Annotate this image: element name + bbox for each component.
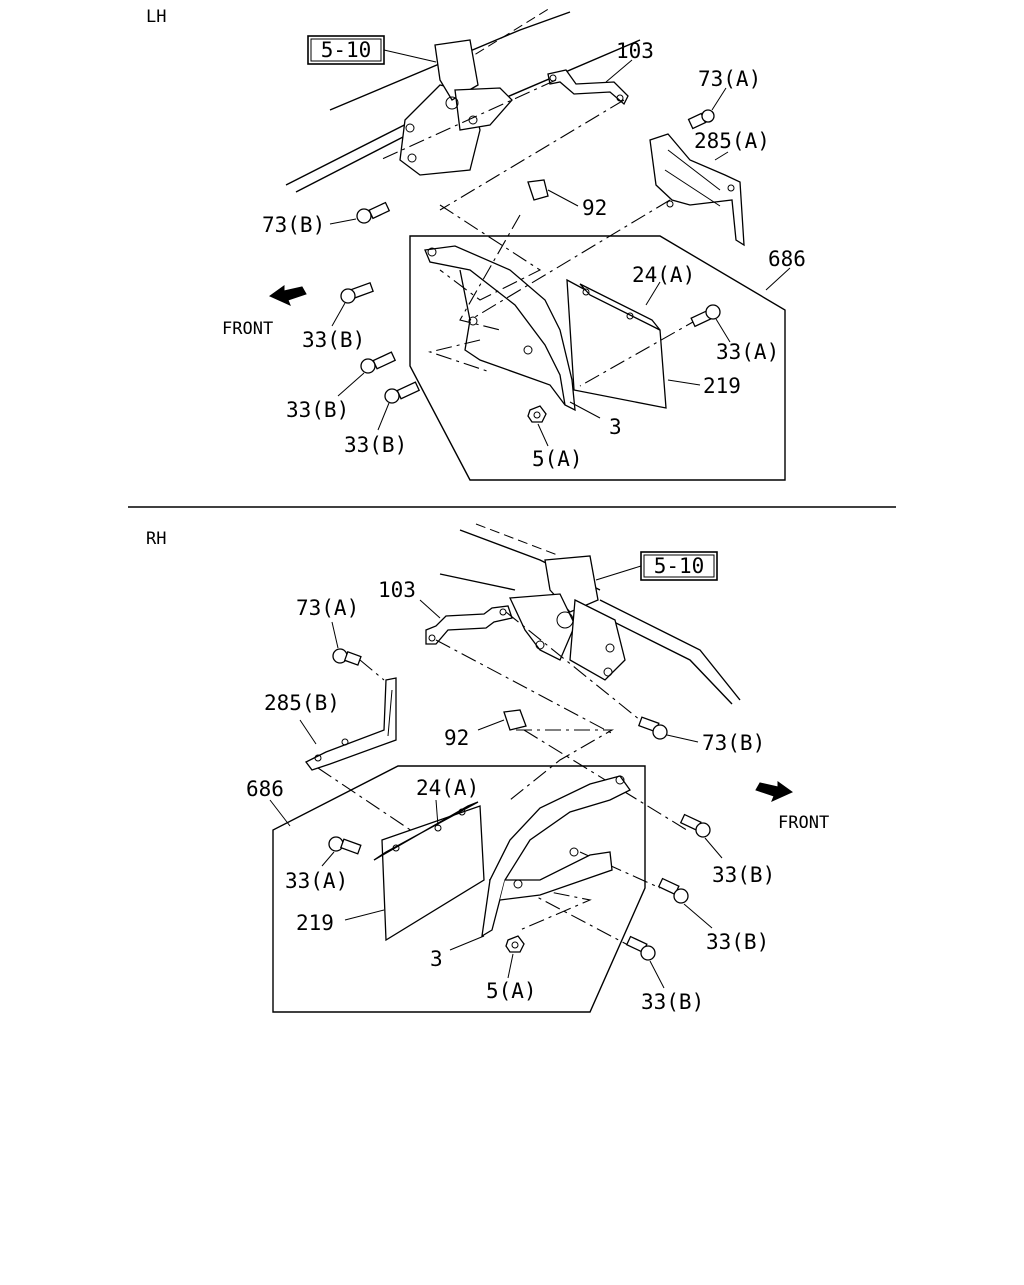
lh-bolt-33b-1: 33(B) [302,281,374,352]
rh-front-indicator: FRONT [755,781,829,833]
lh-callout-33a: 33(A) [716,340,779,364]
lh-mudguard-3: 3 [424,245,622,439]
lh-clip-92: 92 [527,179,607,220]
lh-kit-686-frame: 686 [409,235,806,481]
lh-callout-5a: 5(A) [532,447,583,471]
rh-ref-box-label: 5-10 [654,554,705,578]
lh-mudflap-219: 219 24(A) [566,263,741,409]
lh-ref-box-5-10: 5-10 [307,35,437,65]
rh-callout-5a: 5(A) [486,979,537,1003]
rh-callout-285b: 285(B) [264,691,340,715]
rh-kit-686-frame: 686 [246,765,646,1013]
lh-bracket-103: 103 [547,39,654,106]
lh-callout-285a: 285(A) [694,129,770,153]
rh-bolt-33b-1: 33(B) [679,813,775,887]
rh-bolt-33b-3: 33(B) [625,935,704,1014]
lh-callout-3: 3 [609,415,622,439]
lh-section: LH 5-10 [146,7,806,481]
rh-callout-33b-2: 33(B) [706,930,769,954]
rh-callout-73a: 73(A) [296,596,359,620]
rh-engine-mount [509,555,626,681]
lh-bolt-33b-2: 33(B) [286,351,397,422]
rh-bolt-73b: 73(B) [637,716,765,755]
lh-front-label: FRONT [222,319,273,339]
rh-bracket-285b: 285(B) [264,677,397,771]
lh-ref-box-label: 5-10 [321,38,372,62]
rh-callout-103: 103 [378,578,416,602]
rh-bolt-33b-2: 33(B) [657,877,769,954]
lh-callout-33b-2: 33(B) [286,398,349,422]
lh-front-indicator: FRONT [222,285,307,339]
rh-callout-686: 686 [246,777,284,801]
rh-callout-3: 3 [430,947,443,971]
rh-callout-219: 219 [296,911,334,935]
rh-mudflap-219: 219 24(A) [296,776,485,942]
lh-bolt-33a: 33(A) [690,304,779,364]
lh-callout-73a: 73(A) [698,67,761,91]
lh-callout-24a: 24(A) [632,263,695,287]
rh-callout-24a: 24(A) [416,776,479,800]
rh-ref-box-5-10: 5-10 [595,551,718,581]
lh-bolt-73a: 73(A) [687,67,761,130]
lh-bolt-73b: 73(B) [262,201,391,237]
rh-bracket-103: 103 [378,578,513,645]
lh-callout-73b: 73(B) [262,213,325,237]
rh-front-label: FRONT [778,813,829,833]
rh-side-label: RH [146,529,166,549]
lh-side-label: LH [146,7,166,27]
rh-bolt-73a: 73(A) [296,596,362,666]
lh-callout-686: 686 [768,247,806,271]
lh-callout-33b-3: 33(B) [344,433,407,457]
lh-nut-5a: 5(A) [527,405,583,471]
lh-callout-92: 92 [582,196,607,220]
lh-callout-33b-1: 33(B) [302,328,365,352]
rh-clip-92: 92 [444,709,527,750]
lh-callout-103: 103 [616,39,654,63]
rh-callout-92: 92 [444,726,469,750]
rh-bolt-33a: 33(A) [285,836,362,893]
rh-callout-33a: 33(A) [285,869,348,893]
lh-callout-219: 219 [703,374,741,398]
lh-bolt-33b-3: 33(B) [344,381,421,457]
rh-section: RH 5-10 [146,523,829,1014]
rh-mudguard-3: 3 [430,775,631,971]
rh-callout-33b-3: 33(B) [641,990,704,1014]
rh-callout-73b: 73(B) [702,731,765,755]
rh-callout-33b-1: 33(B) [712,863,775,887]
lh-bracket-285a: 285(A) [649,129,770,247]
rh-nut-5a: 5(A) [486,935,537,1003]
